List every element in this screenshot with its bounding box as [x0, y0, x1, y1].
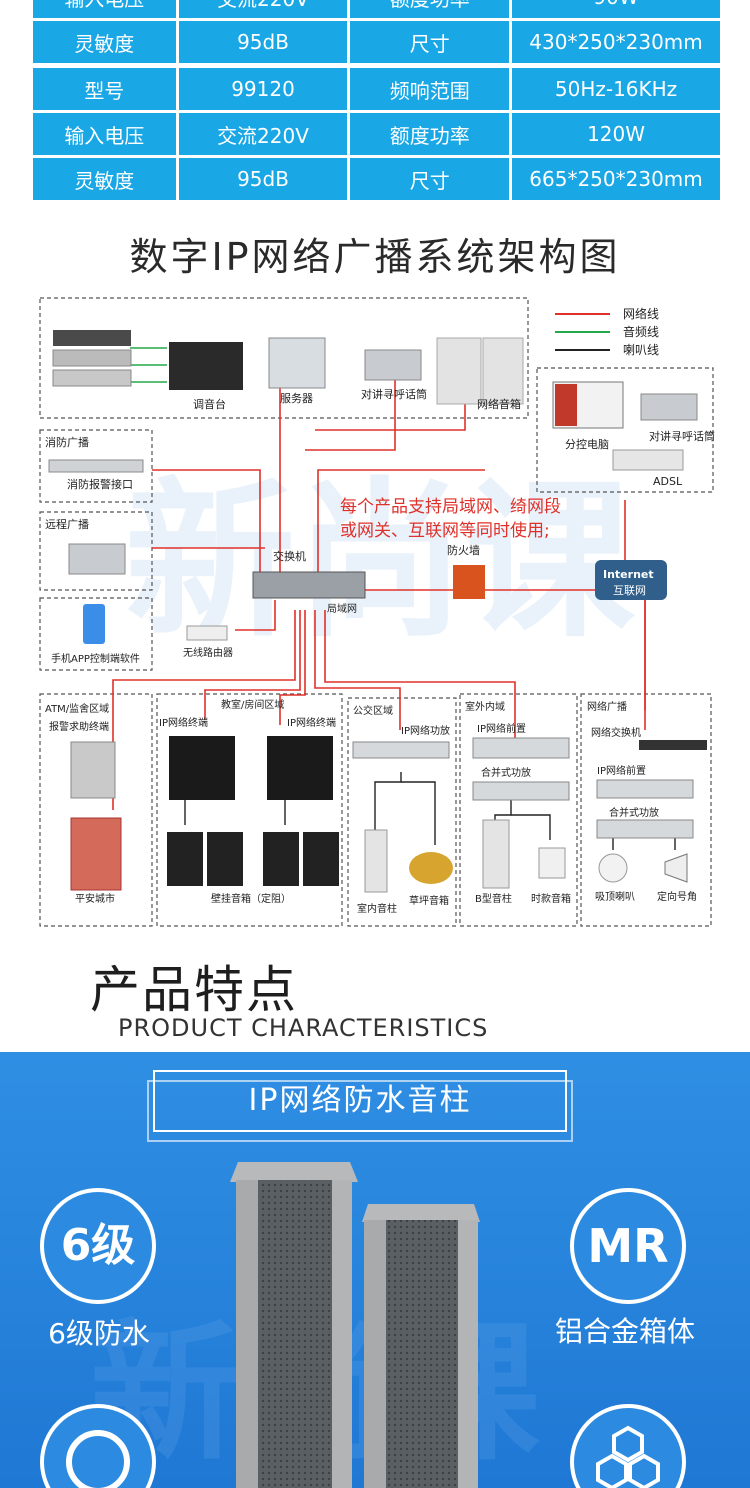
spec-cell: 50Hz-16KHz — [512, 68, 720, 113]
branch-intercom-label: 对讲寻呼话筒 — [649, 429, 715, 443]
spec-cell: 频响范围 — [350, 68, 513, 113]
waterproof-label: 6级防水 — [48, 1317, 150, 1350]
spec-cell: 95dB — [178, 21, 351, 66]
zone-item: IP网络终端 — [159, 716, 208, 729]
switch-label: 交换机 — [273, 549, 306, 563]
spec-table-a: 输入电压 交流220V 额度功率 90W 灵敏度 95dB 尺寸 430*250… — [33, 0, 720, 66]
core-network: 交换机 局域网 防火墙 Internet 互联网 每个产品支持局域网、绮网段 或… — [252, 497, 667, 615]
dashed-regions — [39, 297, 714, 927]
zone-item: 合并式功放 — [609, 806, 659, 819]
zone-item: 合并式功放 — [481, 766, 531, 779]
spec-cell: 灵敏度 — [33, 21, 179, 66]
firewall-label: 防火墙 — [447, 543, 480, 557]
zone-item: 平安城市 — [75, 892, 115, 905]
zone-item: IP网络终端 — [287, 716, 336, 729]
speaker-column-short — [362, 1204, 480, 1488]
speaker-columns-image — [230, 1162, 480, 1488]
zone-title: 室外内域 — [465, 700, 505, 713]
mobile-app-label: 手机APP控制端软件 — [51, 652, 140, 665]
zone-item: 草坪音箱 — [409, 894, 449, 907]
spec-cell: 型号 — [33, 68, 179, 113]
mixer-label: 调音台 — [193, 397, 226, 411]
zone-title: 网络广播 — [587, 700, 627, 713]
spec-cell: 430*250*230mm — [512, 21, 720, 66]
zone-item: 定向号角 — [657, 890, 697, 903]
zone-item: 室内音柱 — [357, 902, 397, 915]
spec-cell: 尺寸 — [350, 158, 513, 203]
spec-cell: 额度功率 — [350, 113, 513, 158]
zone-item: IP网络前置 — [597, 764, 646, 777]
zone-item: 网络交换机 — [591, 726, 641, 739]
spec-cell: 120W — [512, 113, 720, 158]
internet-cn: 互联网 — [613, 584, 646, 597]
zone-item: 报警求助终端 — [49, 720, 109, 733]
spec-cell: 交流220V — [178, 113, 351, 158]
zone-item: IP网络前置 — [477, 722, 526, 735]
intercom-label: 对讲寻呼话筒 — [361, 387, 427, 401]
lan-label: 局域网 — [327, 602, 357, 615]
router-label: 无线路由器 — [183, 646, 233, 659]
spec-cell: 输入电压 — [33, 113, 179, 158]
zone-item: 吸顶喇叭 — [595, 891, 635, 903]
honeycomb-icon — [570, 1404, 686, 1488]
table-row: 灵敏度 95dB 尺寸 665*250*230mm — [33, 158, 720, 203]
architecture-title: 数字IP网络广播系统架构图 — [129, 235, 621, 279]
branch-devices: 分控电脑 对讲寻呼话筒 ADSL — [552, 381, 715, 488]
alloy-label: 铝合金箱体 — [554, 1315, 695, 1348]
spec-cell: 尺寸 — [350, 21, 513, 66]
zones: ATM/监舍区域 报警求助终端 平安城市 教室/房间区域 IP网络终端 IP网络… — [45, 698, 707, 915]
table-row: 输入电压 交流220V 额度功率 90W — [33, 0, 720, 21]
top-devices: 调音台 服务器 对讲寻呼话筒 网络音箱 — [52, 330, 524, 411]
zone-title: 公交区域 — [353, 704, 393, 717]
internet-en: Internet — [603, 568, 654, 581]
waterproof-badge: 6级 — [40, 1188, 156, 1304]
zone-item: B型音柱 — [475, 892, 512, 905]
audio-lines — [130, 347, 167, 383]
zone-item: 时款音箱 — [531, 892, 571, 905]
features-title: 产品特点 — [90, 961, 298, 1019]
network-speaker-label: 网络音箱 — [477, 397, 521, 411]
spec-cell: 90W — [512, 0, 720, 21]
zone-item: 壁挂音箱（定阻） — [211, 892, 291, 905]
spec-table-b: 型号 99120 频响范围 50Hz-16KHz 输入电压 交流220V 额度功… — [33, 68, 720, 203]
remote-broadcast-label: 远程广播 — [45, 517, 89, 531]
zone-title: 教室/房间区域 — [221, 698, 284, 711]
fire-alarm-label: 消防报警接口 — [67, 477, 133, 491]
speaker-column-tall — [230, 1162, 358, 1488]
spec-cell: 额度功率 — [350, 0, 513, 21]
architecture-diagram: 新尚课 — [39, 297, 715, 927]
zone-item: IP网络功放 — [401, 724, 450, 737]
legend: 网络线 音频线 喇叭线 — [555, 306, 659, 357]
product-banner-section: 新尚课 IP网络防水音柱 6级 6级防水 MR 铝合金箱体 — [0, 1052, 750, 1488]
notice-line-2: 或网关、互联网等同时使用; — [340, 520, 550, 541]
features-subtitle: PRODUCT CHARACTERISTICS — [118, 1014, 489, 1042]
table-row: 型号 99120 频响范围 50Hz-16KHz — [33, 68, 720, 113]
server-label: 服务器 — [280, 392, 313, 405]
legend-speaker: 喇叭线 — [623, 342, 659, 357]
notice-line-1: 每个产品支持局域网、绮网段 — [340, 497, 561, 517]
table-row: 灵敏度 95dB 尺寸 430*250*230mm — [33, 21, 720, 66]
zone-title: ATM/监舍区域 — [45, 702, 109, 715]
spec-cell: 665*250*230mm — [512, 158, 720, 203]
spec-cell: 输入电压 — [33, 0, 179, 21]
spec-cell: 交流220V — [178, 0, 351, 21]
fire-broadcast-label: 消防广播 — [45, 435, 89, 449]
adsl-label: ADSL — [653, 475, 683, 488]
spec-cell: 95dB — [178, 158, 351, 203]
left-devices: 消防广播 消防报警接口 远程广播 手机APP控制端软件 无线路由器 — [45, 435, 233, 665]
spec-cell: 99120 — [178, 68, 351, 113]
alloy-badge: MR — [570, 1188, 686, 1304]
legend-network: 网络线 — [623, 306, 659, 321]
spec-cell: 灵敏度 — [33, 158, 179, 203]
ring-icon — [40, 1404, 156, 1488]
table-row: 输入电压 交流220V 额度功率 120W — [33, 113, 720, 158]
product-banner: IP网络防水音柱 — [147, 1070, 573, 1142]
branch-pc-label: 分控电脑 — [565, 437, 609, 451]
legend-audio: 音频线 — [623, 324, 659, 339]
